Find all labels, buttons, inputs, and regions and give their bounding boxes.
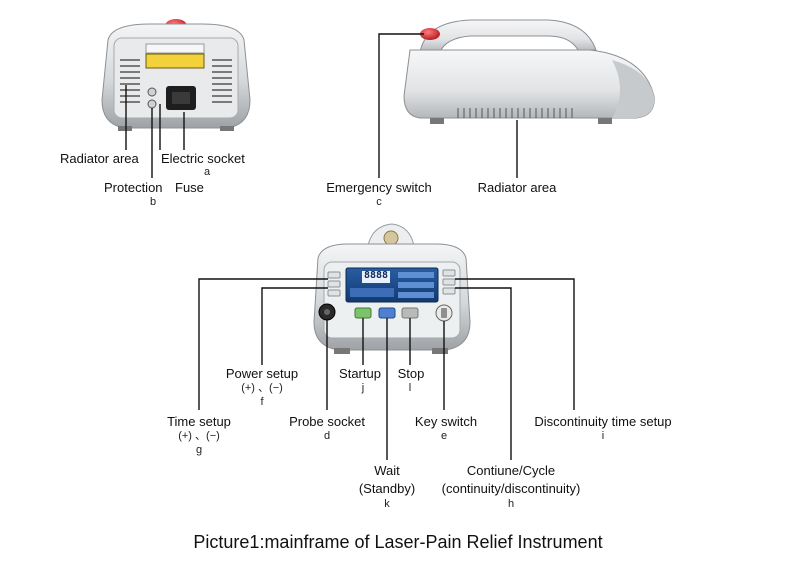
rear-leader-lines [125,85,185,178]
power-setup-letter: f [260,396,264,408]
side-radiator-vents [457,108,573,118]
rear-left-vents [120,59,140,103]
rear-view-device [101,19,251,131]
front-right-keypad [442,269,456,295]
continue-cycle-label: Contiune/Cycle [466,463,556,478]
front-left-keypad [327,271,341,297]
emergency-switch-letter: c [376,196,382,208]
front-logo-emblem [383,230,399,246]
wait-letter: k [384,498,390,510]
startup-button-shape [354,307,372,319]
side-housing [403,49,655,119]
front-display-bar-1 [398,272,434,278]
display-readout: 8888 [364,270,389,281]
front-view-device [313,223,471,354]
rear-radiator-area-label: Radiator area [60,151,139,166]
side-front-cap [612,60,655,118]
power-setup-sub: (+) 、(−) [241,382,283,394]
key-switch-slot [441,308,447,318]
side-foot-left [430,118,444,124]
key-switch-label: Key switch [414,414,478,429]
wait-button-shape [378,307,396,319]
rear-right-vents [212,59,232,103]
wait-sub: (Standby) [358,481,416,496]
emergency-switch-label: Emergency switch [326,180,432,195]
front-display-bar-4 [398,292,434,298]
front-leader-lines [198,278,575,460]
side-leader-lines [378,33,518,178]
wait-label: Wait [374,463,400,478]
rear-foot-left [118,126,132,131]
protection-fuse-cap-2 [147,99,157,109]
protection-fuse-cap-1 [147,87,157,97]
electric-socket-label: Electric socket [161,151,245,166]
rear-foot-right [220,126,234,131]
stop-button-shape [401,307,419,319]
probe-socket-label: Probe socket [289,414,365,429]
time-setup-letter: g [195,444,203,456]
startup-letter: j [361,382,365,394]
front-display-segment-box [362,271,390,283]
rear-warning-sticker [145,53,205,69]
discontinuity-time-setup-label: Discontinuity time setup [534,414,672,429]
protection-label: Protection [104,180,163,195]
fuse-label: Fuse [175,180,204,195]
probe-socket-hole [324,309,330,315]
continue-cycle-letter: h [507,498,515,510]
side-emergency-button [420,28,440,40]
startup-label: Startup [339,366,381,381]
time-setup-label: Time setup [167,414,231,429]
front-display-bar-3 [350,288,394,297]
electric-socket-letter: a [203,166,211,178]
stop-label: Stop [397,366,425,381]
front-display-bar-2 [398,282,434,288]
rear-label-plate [145,43,205,54]
figure-caption: Picture1:mainframe of Laser-Pain Relief … [193,532,603,552]
key-switch-letter: e [440,430,448,442]
probe-socket-letter: d [323,430,331,442]
continue-cycle-sub: (continuity/discontinuity) [441,481,581,496]
side-view-device [403,19,655,124]
rear-panel [113,37,239,119]
side-foot-right [598,118,612,124]
time-setup-sub: (+) 、(−) [178,430,220,442]
power-setup-label: Power setup [225,366,299,381]
front-foot-right [432,348,448,354]
stop-letter: l [408,382,412,394]
front-foot-left [334,348,350,354]
electric-socket-pins [172,92,190,104]
side-handle [419,19,597,53]
side-radiator-area-label: Radiator area [477,180,557,195]
protection-letter: b [149,196,157,208]
discontinuity-letter: i [601,430,605,442]
